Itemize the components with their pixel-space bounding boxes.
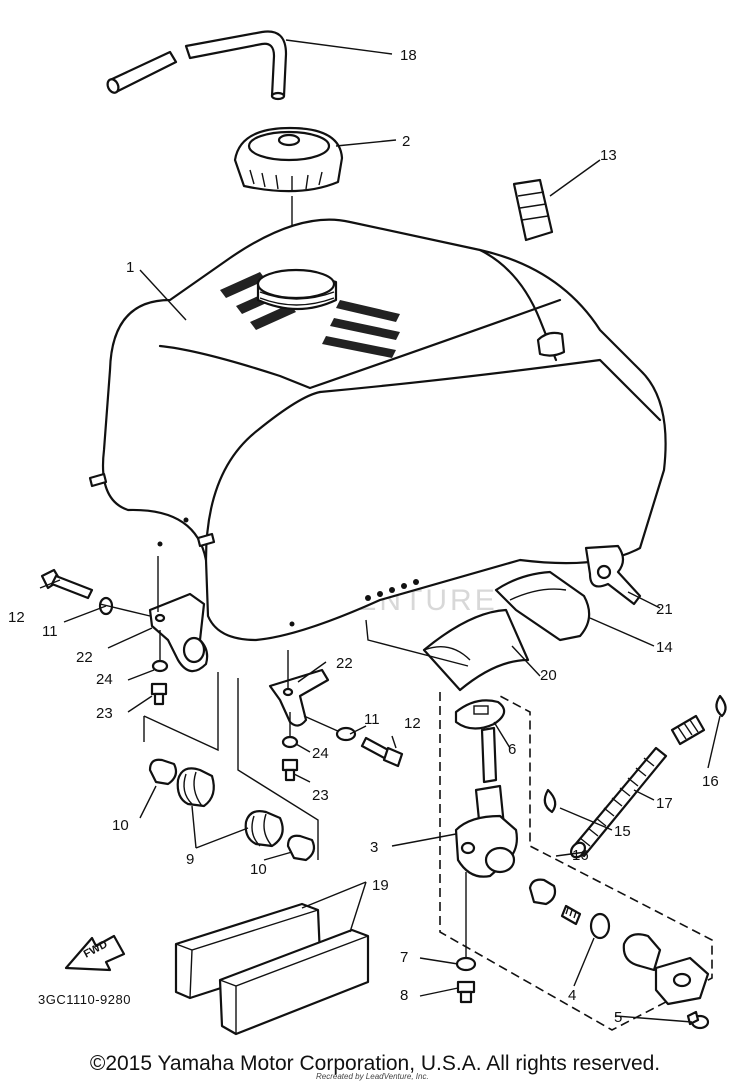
- callout-23-right: 23: [312, 787, 329, 804]
- part-cock-body-parts: [528, 878, 582, 926]
- part-16-clip-right: [715, 694, 727, 718]
- part-17-fuel-hose: [570, 746, 668, 859]
- copyright-notice: ©2015 Yamaha Motor Corporation, U.S.A. A…: [89, 1052, 661, 1075]
- callout-18: 18: [400, 47, 417, 64]
- callout-16-center: 16: [572, 847, 589, 864]
- callout-7: 7: [400, 949, 408, 966]
- left-bolt-axis: [99, 603, 151, 617]
- part-24-right-collar: [281, 735, 299, 749]
- diagram-code: 3GC1110-9280: [38, 992, 131, 1007]
- callout-17: 17: [656, 795, 673, 812]
- part-6-gasket: [454, 699, 506, 730]
- part-9-damper-lower: [244, 810, 284, 848]
- callout-9: 9: [186, 851, 194, 868]
- callout-3: 3: [370, 839, 378, 856]
- callout-19: 19: [372, 877, 389, 894]
- right-washer-axis: [303, 715, 341, 733]
- part-cock-plate: [654, 956, 710, 1006]
- part-10-right-rubber: [286, 834, 316, 862]
- callout-11-left: 11: [42, 623, 58, 640]
- part-1-fuel-tank: [88, 218, 667, 642]
- callout-12-left: 12: [8, 609, 25, 626]
- part-10-left-rubber: [148, 758, 178, 786]
- left-group-box: [143, 672, 219, 752]
- callout-16-right: 16: [702, 773, 719, 790]
- fuel-cock-group-box: [439, 692, 713, 1031]
- part-13-clip: [512, 178, 554, 242]
- callout-1: 1: [126, 259, 134, 276]
- part-9-damper-upper: [176, 767, 215, 808]
- part-21-bracket: [584, 544, 642, 606]
- part-15-nozzle: [670, 714, 706, 746]
- part-20-pad: [422, 608, 530, 692]
- callout-14: 14: [656, 639, 673, 656]
- callout-24-left: 24: [96, 671, 113, 688]
- part-22-left-bracket: [148, 592, 209, 673]
- callout-15: 15: [614, 823, 631, 840]
- fuel-cock-leader: [365, 619, 469, 667]
- callout-5: 5: [614, 1009, 622, 1026]
- part-19-foam-lower: [218, 928, 370, 1036]
- part-24-left-collar: [151, 659, 169, 673]
- credit-line: Recreated by LeadVenture, Inc.: [316, 1072, 429, 1081]
- callout-22-left: 22: [76, 649, 93, 666]
- callout-23-left: 23: [96, 705, 113, 722]
- callout-21: 21: [656, 601, 673, 618]
- fwd-arrow-icon: FWD: [64, 934, 126, 972]
- part-8-screw: [456, 980, 476, 1004]
- part-16-clip-center: [543, 788, 557, 814]
- callout-6: 6: [508, 741, 516, 758]
- callout-22-right: 22: [336, 655, 353, 672]
- callout-10-left: 10: [112, 817, 129, 834]
- callout-10-right: 10: [250, 861, 267, 878]
- callout-13: 13: [600, 147, 617, 164]
- right-group-box: [237, 678, 319, 860]
- part-22-right-bracket: [268, 668, 330, 727]
- callout-20: 20: [540, 667, 557, 684]
- part-18-breather-hose: [106, 30, 288, 101]
- callout-2: 2: [402, 133, 410, 150]
- callout-4: 4: [568, 987, 576, 1004]
- part-4-o-ring: [589, 912, 611, 940]
- part-2-fuel-cap: [233, 126, 344, 193]
- callout-leaders: [39, 39, 721, 1023]
- part-12-left-bolt: [40, 568, 94, 600]
- callout-24-right: 24: [312, 745, 329, 762]
- part-11-right-washer: [335, 726, 357, 742]
- part-3-fuel-cock: [454, 726, 518, 878]
- callout-11-right: 11: [364, 711, 380, 728]
- callout-12-right: 12: [404, 715, 421, 732]
- callout-8: 8: [400, 987, 408, 1004]
- part-cock-lever: [622, 933, 662, 972]
- part-14-cover: [494, 570, 591, 642]
- part-5-screw: [686, 1010, 710, 1030]
- part-7-nut: [455, 956, 477, 972]
- part-12-right-bolt: [360, 736, 404, 768]
- part-23-left-bolt: [150, 682, 168, 706]
- part-23-right-bolt: [281, 758, 299, 782]
